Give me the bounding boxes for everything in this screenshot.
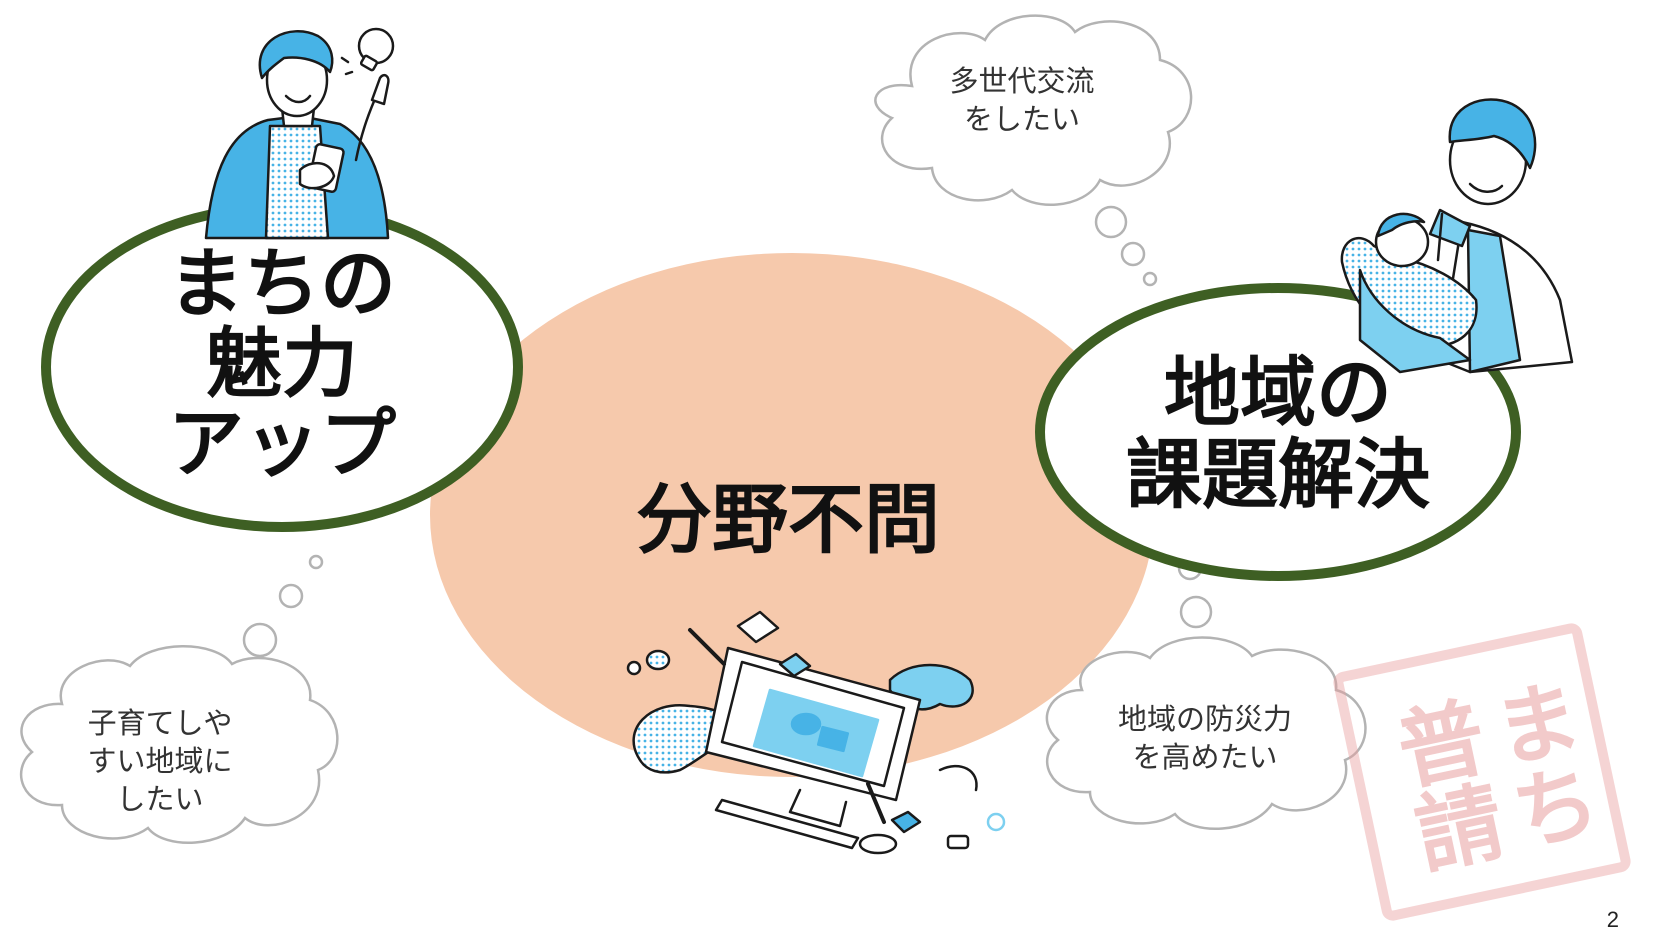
father-with-baby-illustration — [1340, 98, 1574, 374]
center-ellipse — [430, 253, 1154, 777]
left-bubble-label: まちの 魅力 アップ — [168, 239, 396, 488]
center-label: 分野不問 — [636, 475, 940, 564]
page-number: 2 — [1606, 907, 1619, 932]
machi-fushin-stamp — [1333, 623, 1631, 921]
thought-bottom-left-text: 子育てしや すい地域に したい — [87, 706, 233, 816]
thought-cloud-bottom-right — [1045, 526, 1367, 830]
stamp-text: まち普請 — [1375, 670, 1606, 881]
thought-cloud-bottom-left — [19, 554, 339, 844]
thought-bottom-right-text: 地域の防災力 を高めたい — [1117, 702, 1292, 774]
thought-cloud-top — [874, 14, 1193, 287]
right-bubble-label: 地域の 課題解決 — [1126, 348, 1430, 519]
thought-top-text: 多世代交流 をしたい — [949, 64, 1095, 136]
person-with-lightbulb-illustration — [204, 27, 395, 240]
computer-splash-illustration — [626, 610, 1006, 855]
